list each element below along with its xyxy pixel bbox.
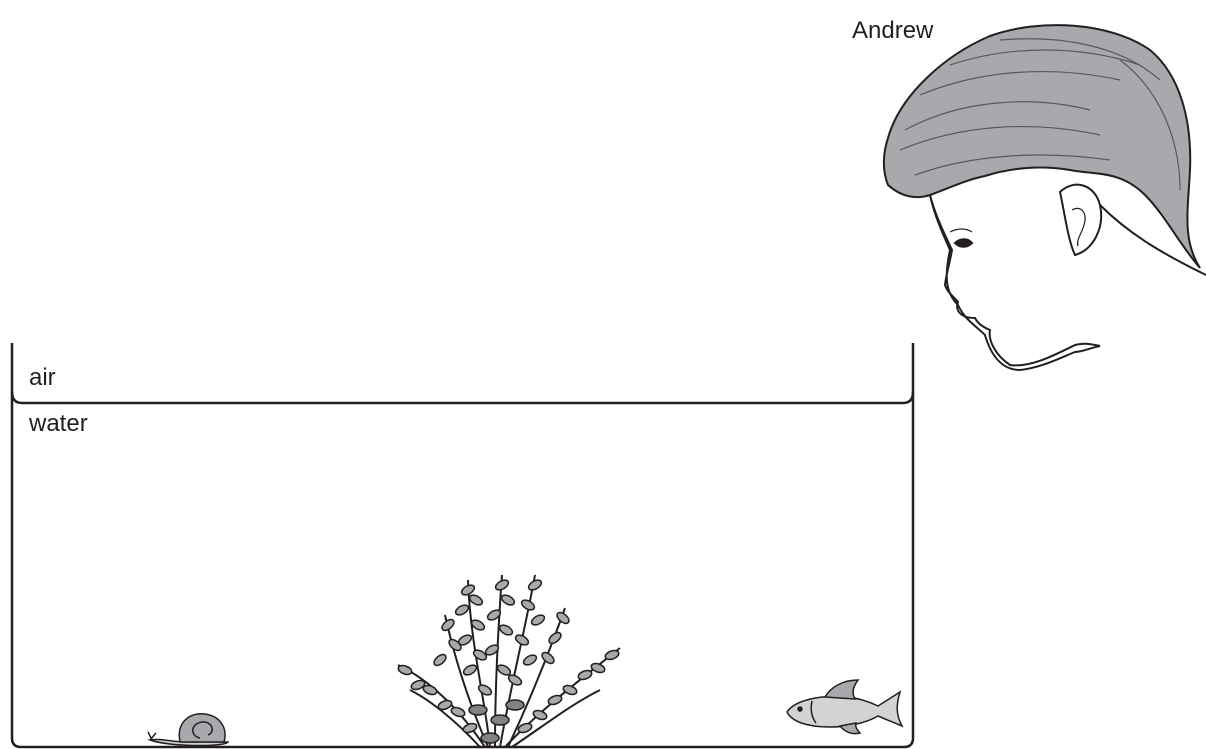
person-label: Andrew: [852, 19, 933, 43]
plant-leaves: [397, 578, 620, 743]
water-plant-icon: [397, 575, 620, 747]
water-surface-line: [12, 392, 913, 403]
water-label: water: [29, 412, 88, 436]
air-label: air: [29, 366, 56, 390]
fish-icon: [787, 680, 902, 734]
boy-head-icon: [884, 25, 1206, 370]
snail-icon: [148, 714, 228, 746]
aquarium-tank: [12, 343, 913, 747]
